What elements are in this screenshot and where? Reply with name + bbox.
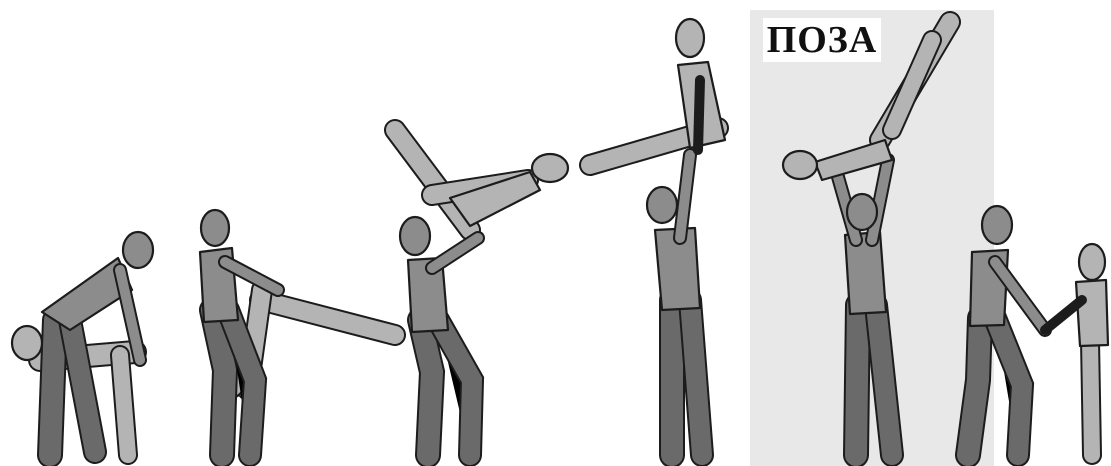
pair-1-base-head bbox=[123, 232, 153, 268]
pair-6-partner-torso bbox=[1076, 280, 1108, 346]
pair-5-partner-head bbox=[783, 151, 817, 179]
pair-6-base-head bbox=[982, 206, 1012, 244]
pair-4-partner bbox=[590, 19, 725, 165]
pair-6-base bbox=[968, 206, 1045, 455]
pair-3-base-head bbox=[400, 217, 430, 255]
pair-3-partner-head bbox=[532, 154, 568, 182]
pose-label: ПОЗА bbox=[763, 18, 881, 62]
pair-1-partner-head bbox=[12, 326, 42, 360]
pair-4-base-head bbox=[647, 187, 677, 223]
pair-3-base bbox=[400, 217, 478, 455]
pair-2-base-head bbox=[201, 210, 229, 246]
pair-4-base bbox=[647, 155, 702, 455]
pair-3-throw bbox=[395, 130, 568, 455]
pair-5-base bbox=[836, 160, 892, 455]
pair-4-shoulder-sit bbox=[590, 19, 725, 455]
pair-6-partner bbox=[1045, 244, 1108, 455]
pair-2-squat bbox=[200, 210, 395, 455]
pair-3-partner bbox=[395, 130, 568, 230]
pair-6-partner-head bbox=[1079, 244, 1105, 280]
pair-1-bent-over bbox=[12, 232, 153, 455]
pair-6-dismount bbox=[968, 206, 1108, 455]
pair-5-base-head bbox=[847, 194, 877, 230]
pair-5-pose bbox=[783, 22, 950, 455]
pair-4-partner-head bbox=[676, 19, 704, 57]
